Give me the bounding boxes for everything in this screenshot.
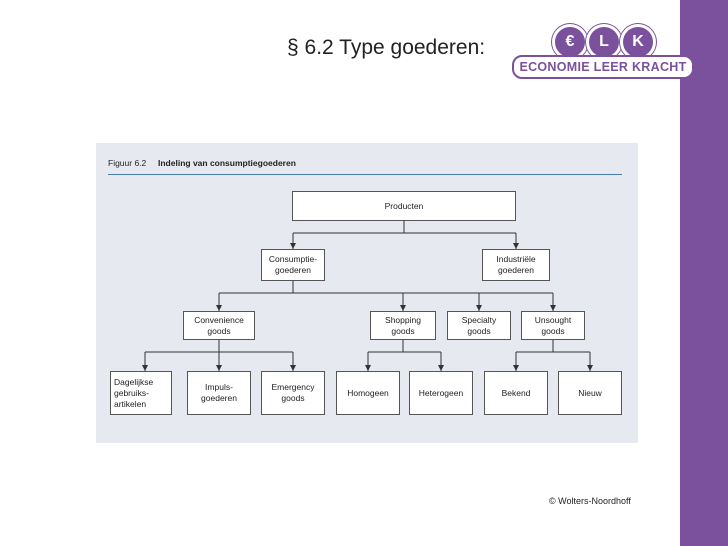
arrow-nieuw	[587, 365, 593, 371]
node-heterogeen: Heterogeen	[409, 371, 473, 415]
figure-title: Indeling van consumptiegoederen	[158, 158, 296, 168]
elk-logo: € L K ECONOMIE LEER KRACHT	[508, 20, 694, 82]
arrow-specialty	[476, 305, 482, 311]
node-homogeen: Homogeen	[336, 371, 400, 415]
arrow-shopping	[400, 305, 406, 311]
node-specialty-goods: Specialty goods	[447, 311, 511, 340]
arrow-industriele	[513, 243, 519, 249]
node-industriele-goederen: Industriële goederen	[482, 249, 550, 281]
node-shopping-goods: Shopping goods	[370, 311, 436, 340]
logo-tagline: ECONOMIE LEER KRACHT	[512, 55, 694, 79]
node-bekend: Bekend	[484, 371, 548, 415]
node-unsought-goods: Unsought goods	[521, 311, 585, 340]
arrow-impuls	[216, 365, 222, 371]
figure-title-rule	[108, 174, 622, 175]
slide-title: § 6.2 Type goederen:	[287, 36, 486, 59]
node-producten: Producten	[292, 191, 516, 221]
arrow-consumptie	[290, 243, 296, 249]
arrow-bekend	[513, 365, 519, 371]
arrow-unsought	[550, 305, 556, 311]
node-emergency-goods: Emergency goods	[261, 371, 325, 415]
figure-panel: Figuur 6.2 Indeling van consumptiegoeder…	[96, 143, 638, 443]
tree-connectors	[142, 221, 593, 371]
node-dagelijkse-gebruiksartikelen: Dagelijkse gebruiks- artikelen	[110, 371, 172, 415]
node-consumptiegoederen: Consumptie- goederen	[261, 249, 325, 281]
arrow-homogeen	[365, 365, 371, 371]
copyright-notice: © Wolters-Noordhoff	[549, 496, 631, 506]
arrow-emergency	[290, 365, 296, 371]
arrow-convenience	[216, 305, 222, 311]
node-convenience-goods: Convenience goods	[183, 311, 255, 340]
node-impulsgoederen: Impuls- goederen	[187, 371, 251, 415]
node-nieuw: Nieuw	[558, 371, 622, 415]
purple-sidebar	[680, 0, 728, 546]
arrow-heterogeen	[438, 365, 444, 371]
figure-number: Figuur 6.2	[108, 158, 147, 168]
arrow-dagelijkse	[142, 365, 148, 371]
